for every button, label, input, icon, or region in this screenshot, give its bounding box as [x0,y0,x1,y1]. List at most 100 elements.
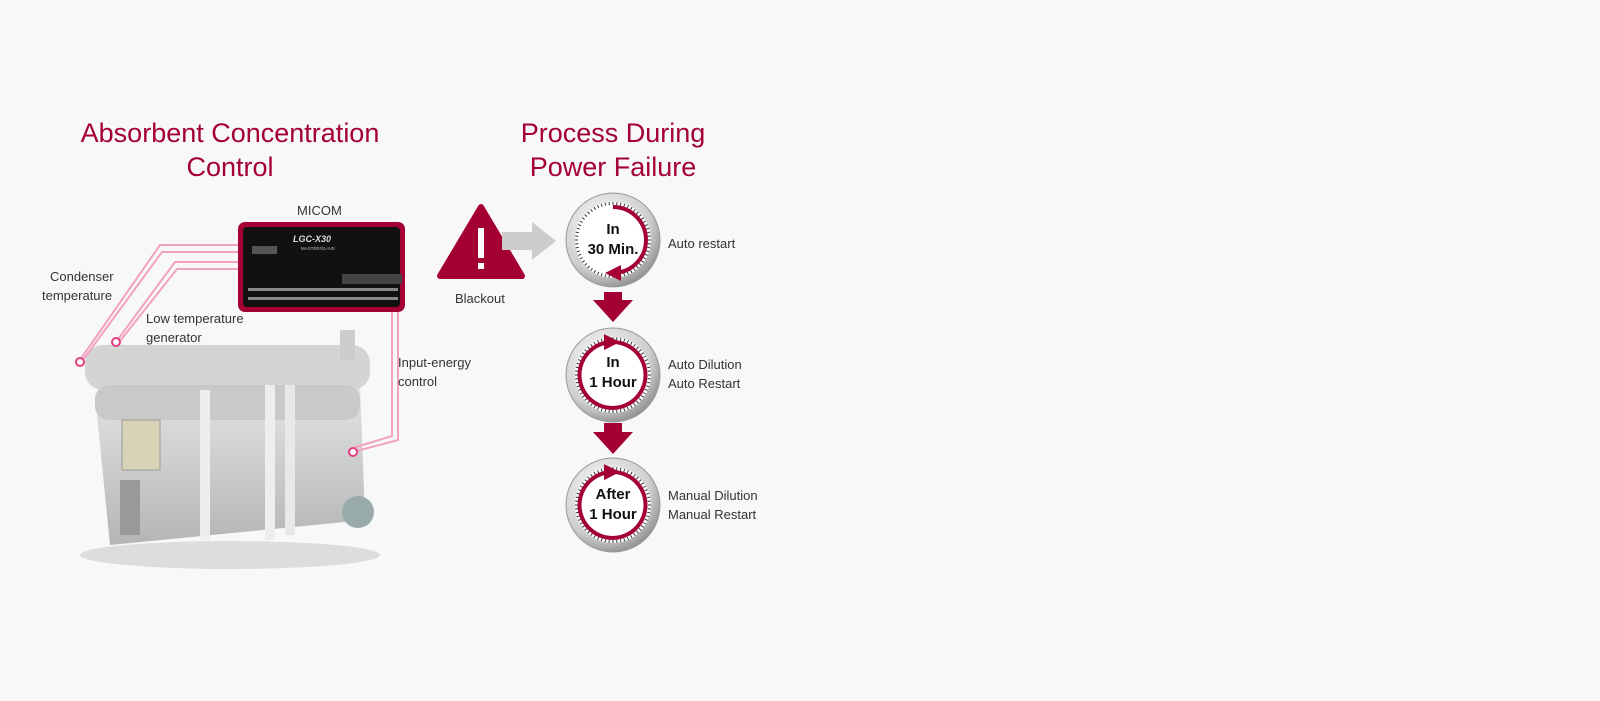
clock-tick [641,260,645,263]
desc-line: Manual Dilution [668,488,758,503]
clock-tick [584,263,588,266]
clock-tick [619,202,622,206]
clock-tick [576,492,580,495]
clock-tick [581,482,585,485]
progress-arc [577,464,648,540]
warning-icon [437,204,525,279]
clock-tick [604,539,607,543]
panel-logo: LGC-X30 [293,234,331,244]
clock-tick [584,479,588,482]
clock-tick [630,471,633,475]
sensor-dot [111,337,121,347]
clock-tick [593,206,596,210]
title-line: Absorbent Concentration [80,118,380,148]
clock-tick [576,385,580,388]
clock-tick [646,250,650,253]
micom-label: MICOM [297,203,342,218]
clock-tick [626,536,629,540]
clock-tick [623,468,626,472]
clock-tick [579,220,583,223]
clock-tick [643,522,647,525]
clock-line: In [606,221,620,238]
step-description: Auto restart [668,234,735,253]
clock-tick [597,406,600,410]
clock-tick [575,231,579,234]
clock-tick [593,270,596,274]
clock-tick [604,202,607,206]
clock-tick [576,227,580,230]
clock-tick [578,388,582,391]
micom-panel: LGC-X30 MASTER/SLAVE [238,222,405,312]
clock-tick [590,403,593,407]
clock-tick [641,352,645,355]
clock-tick [581,525,585,528]
clock-tick [647,381,651,384]
clock-tick [578,359,582,362]
clock-tick [590,473,593,477]
progress-arc [577,334,648,410]
clock-tick [579,522,583,525]
clock-tick [597,205,600,209]
title-line: Control [186,152,274,182]
clock-tick [619,337,622,341]
clock-tick [644,253,648,256]
arrow-down-icon [593,292,633,322]
clock-tick [578,224,582,227]
clock-tick [597,271,600,275]
label-line: generator [146,330,202,345]
clock-tick [644,489,648,492]
clock-icon [565,327,661,423]
clock-tick [623,538,626,542]
clock-tick [643,485,647,488]
label-line: control [398,374,438,389]
clock-tick [638,528,642,531]
low-temp-generator-label: Low temperature generator [146,309,244,347]
clock-tick [644,388,648,391]
clock-tick [590,533,593,537]
absorbent-title: Absorbent Concentration Control [50,116,410,184]
clock-tick [623,203,626,207]
clock-tick [641,217,645,220]
clock-tick [581,217,585,220]
title-line: Power Failure [529,152,697,182]
clock-tick [630,405,633,409]
clock-tick [630,535,633,539]
clock-icon [565,192,661,288]
clock-tick [626,470,629,474]
sensor-dot [348,447,358,457]
clock-tick [587,211,590,215]
clock-tick [647,366,651,369]
clock-tick [647,231,651,234]
clock-tick [647,496,651,499]
clock-tick [587,265,590,269]
clock-tick [633,268,636,272]
clock-line: 30 Min. [587,241,639,258]
clock-tick [600,273,603,277]
clock-tick [593,341,596,345]
clock-tick [646,385,650,388]
clock-face [575,467,651,543]
clock-tick [587,400,590,404]
clock-text: In 30 Min. [578,220,648,260]
clock-tick [578,253,582,256]
clock-tick [619,539,622,543]
clock-tick [644,518,648,521]
clock-tick [647,511,651,514]
clock-tick [636,400,639,404]
clock-tick [633,403,636,407]
blackout-label: Blackout [455,291,505,306]
clock-tick [646,227,650,230]
clock-tick [647,246,651,249]
label-line: temperature [42,288,113,303]
clock-tick [619,467,622,471]
title-line: Process During [520,118,706,148]
power-failure-title: Process During Power Failure [433,116,793,184]
clock-tick [623,273,626,277]
clock-tick [626,406,629,410]
clock-tick [641,482,645,485]
clock-tick [581,395,585,398]
absorption-chiller-image [80,330,380,569]
clock-tick [600,408,603,412]
